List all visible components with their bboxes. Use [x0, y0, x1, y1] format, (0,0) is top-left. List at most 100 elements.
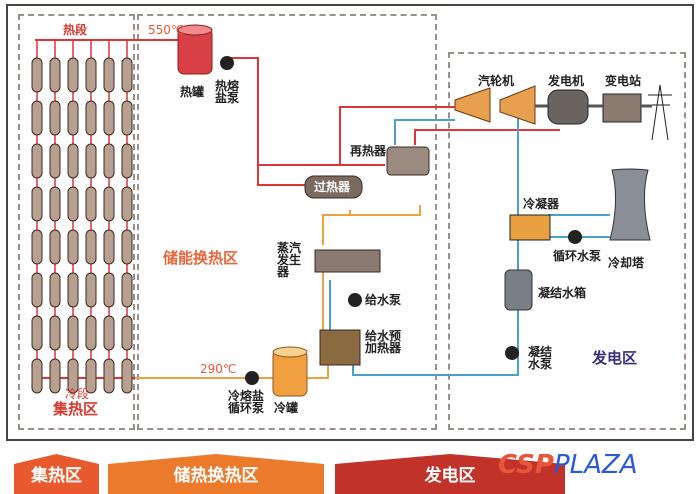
collector-tube: [121, 143, 133, 179]
steam-generator[interactable]: [314, 249, 381, 273]
collector-tube: [103, 57, 115, 93]
hot-tank-label: 热罐: [180, 85, 205, 99]
hot-tank[interactable]: [177, 24, 213, 75]
power-zone: [448, 52, 686, 430]
collector-tube: [85, 186, 97, 222]
collector-tube: [49, 315, 61, 351]
collector-tube: [85, 358, 97, 394]
superheater[interactable]: [304, 175, 363, 199]
collector-tube: [103, 229, 115, 265]
hot-temperature: 550℃: [148, 23, 185, 37]
circ-pump-label: 循环水泵: [553, 249, 602, 263]
collector-tube: [31, 272, 43, 308]
collector-tube: [85, 272, 97, 308]
collector-array: [31, 40, 133, 394]
condensate-pump-icon: [505, 346, 519, 360]
collector-tube: [103, 186, 115, 222]
collector-tube: [121, 229, 133, 265]
collector-tube: [31, 57, 43, 93]
collector-tube: [49, 358, 61, 394]
collector-zone: [18, 14, 135, 430]
collector-tube: [31, 186, 43, 222]
steam-generator-label: 蒸汽发生器: [277, 241, 302, 279]
generator-label: 发电机: [548, 74, 585, 88]
substation-label: 变电站: [605, 74, 642, 88]
cooling-tower[interactable]: [609, 168, 651, 241]
collector-tube: [85, 229, 97, 265]
hot-salt-pump-label: 热熔盐泵: [215, 79, 240, 105]
diagram-frame: [6, 4, 694, 441]
collector-tube: [49, 100, 61, 136]
collector-tube: [103, 315, 115, 351]
hot-salt-line: [225, 57, 305, 166]
collector-tube: [31, 100, 43, 136]
collector-tube: [31, 143, 43, 179]
collector-tube: [103, 358, 115, 394]
feed-pump-icon: [348, 293, 362, 307]
condensate-tank[interactable]: [504, 269, 533, 311]
transmission-tower-icon: [648, 84, 672, 141]
collector-tube: [85, 315, 97, 351]
collector-tube: [67, 272, 79, 308]
condenser-label: 冷凝器: [523, 197, 560, 211]
hot-section-label: 热段: [63, 23, 88, 37]
collector-tube: [49, 186, 61, 222]
collector-tube: [85, 143, 97, 179]
collector-tube: [67, 358, 79, 394]
turbine-label: 汽轮机: [478, 74, 515, 88]
feed-preheater[interactable]: [319, 329, 361, 366]
hp-turbine[interactable]: [454, 87, 491, 123]
collector-tube: [49, 229, 61, 265]
reheater-label: 再热器: [350, 144, 387, 158]
collector-tube: [49, 272, 61, 308]
circ-pump-icon: [568, 230, 582, 244]
cold-salt-pump-icon: [245, 371, 259, 385]
collector-tube: [121, 186, 133, 222]
hot-salt-pump-icon: [220, 56, 234, 70]
substation[interactable]: [602, 93, 642, 123]
condensate-tank-label: 凝结水箱: [538, 286, 587, 300]
superheater-label: 过热器: [314, 180, 351, 194]
cold-salt-line: [322, 205, 421, 245]
cold-tank[interactable]: [272, 346, 308, 397]
collector-tube: [49, 143, 61, 179]
collector-tube: [67, 186, 79, 222]
collector-tube: [121, 358, 133, 394]
storage-zone: [137, 14, 437, 430]
collector-tube: [121, 315, 133, 351]
collector-tube: [103, 272, 115, 308]
condensate-pump-label: 凝结水泵: [528, 345, 553, 371]
collector-tube: [49, 57, 61, 93]
collector-tube: [31, 229, 43, 265]
cold-section-label: 冷段: [65, 387, 90, 401]
cold-salt-pump-label: 冷熔盐循环泵: [228, 389, 265, 415]
condenser[interactable]: [509, 214, 551, 241]
feed-preheater-label: 给水预加热器: [365, 329, 402, 355]
generator[interactable]: [547, 89, 589, 125]
collector-tube: [103, 100, 115, 136]
storage-zone-title: 储能换热区: [163, 249, 239, 267]
collector-tube: [85, 100, 97, 136]
collector-tube: [67, 100, 79, 136]
collector-tube: [85, 57, 97, 93]
feed-pump-label: 给水泵: [365, 293, 402, 307]
collector-tube: [121, 272, 133, 308]
cold-tank-label: 冷罐: [274, 401, 299, 415]
iplp-turbine[interactable]: [499, 85, 536, 125]
steam-line: [394, 119, 455, 145]
collector-tube: [67, 143, 79, 179]
watermark: CSPPLAZA: [498, 450, 638, 480]
collector-tube: [121, 100, 133, 136]
cold-temperature: 290℃: [200, 362, 237, 376]
power-zone-title: 发电区: [592, 349, 638, 367]
collector-tube: [67, 57, 79, 93]
collector-zone-title: 集热区: [53, 400, 99, 418]
collector-tube: [121, 57, 133, 93]
collector-tube: [31, 315, 43, 351]
collector-tube: [103, 143, 115, 179]
collector-tube: [31, 358, 43, 394]
collector-tube: [67, 315, 79, 351]
collector-tube: [67, 229, 79, 265]
reheater[interactable]: [386, 146, 430, 176]
